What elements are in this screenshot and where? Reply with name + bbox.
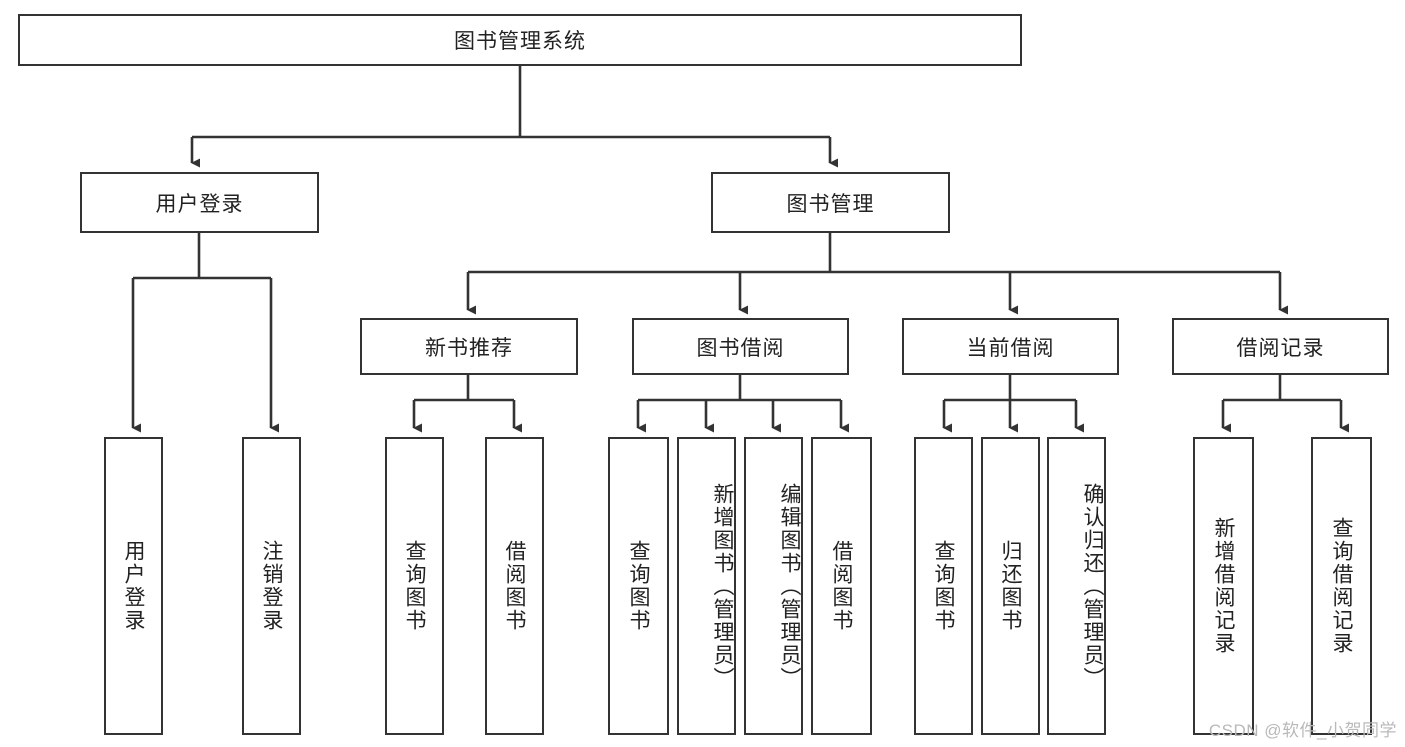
leaf-edit-book[interactable]: 编辑图书（管理员） [744,437,803,735]
leaf-user-login[interactable]: 用户登录 [104,437,163,735]
leaf-add-book[interactable]: 新增图书（管理员） [677,437,736,735]
node-root[interactable]: 图书管理系统 [18,14,1022,66]
node-user-login[interactable]: 用户登录 [80,172,319,233]
node-current-borrow[interactable]: 当前借阅 [902,318,1119,375]
leaf-query-book-1[interactable]: 查询图书 [385,437,444,735]
node-book-management[interactable]: 图书管理 [711,172,950,233]
leaf-confirm-return[interactable]: 确认归还（管理员） [1047,437,1106,735]
leaf-return-book[interactable]: 归还图书 [981,437,1040,735]
node-new-book-recommend[interactable]: 新书推荐 [360,318,578,375]
leaf-borrow-book-1[interactable]: 借阅图书 [485,437,544,735]
watermark-text: CSDN @软件_小贺同学 [1208,721,1397,740]
node-borrow-record[interactable]: 借阅记录 [1172,318,1389,375]
leaf-query-book-2[interactable]: 查询图书 [608,437,669,735]
node-book-borrow[interactable]: 图书借阅 [632,318,849,375]
leaf-query-record[interactable]: 查询借阅记录 [1311,437,1372,735]
leaf-add-record[interactable]: 新增借阅记录 [1193,437,1254,735]
leaf-query-book-3[interactable]: 查询图书 [914,437,973,735]
leaf-logout-login[interactable]: 注销登录 [242,437,301,735]
leaf-borrow-book-2[interactable]: 借阅图书 [811,437,872,735]
